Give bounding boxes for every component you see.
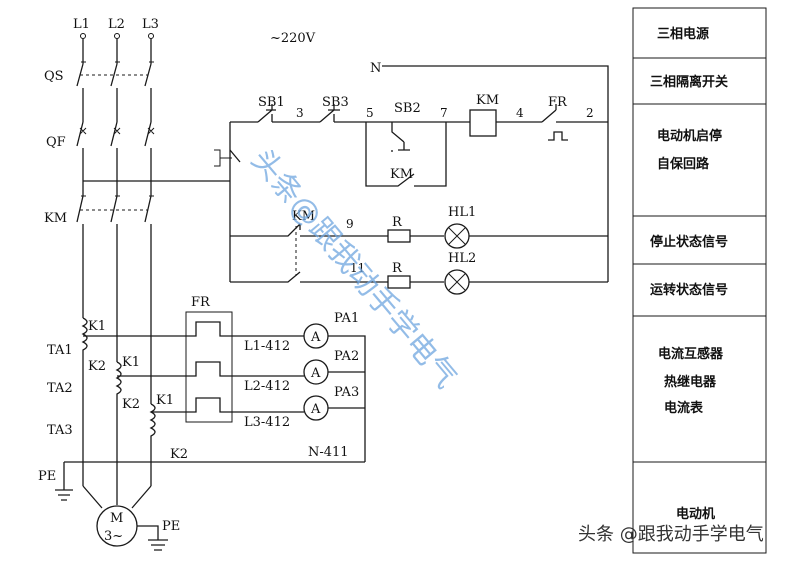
label-pe: PE (38, 469, 56, 484)
label-hl2: HL2 (448, 251, 476, 266)
label-km-coil: KM (476, 93, 499, 108)
panel-self-hold: 自保回路 (657, 156, 710, 172)
label-pa3: PA3 (334, 385, 359, 400)
label-l2: L2 (108, 17, 125, 32)
node-2: 2 (586, 106, 594, 120)
label-k2-a: K2 (88, 359, 106, 374)
label-neutral: N (370, 61, 381, 76)
label-km-main: KM (44, 211, 67, 226)
label-sb2: SB2 (394, 101, 421, 116)
node-9: 9 (346, 217, 354, 231)
node-7: 7 (440, 106, 448, 120)
motor-phase: 3~ (104, 529, 123, 544)
label-sb3: SB3 (322, 95, 349, 110)
watermark-bottom: 头条 @跟我动手学电气 (578, 524, 764, 545)
label-voltage: ~220V (270, 31, 316, 46)
metering-circuit: FR K1 K2 K1 K2 K1 K2 L1-412 A PA1 L2-412… (83, 295, 366, 462)
label-km-nc: KM (292, 209, 315, 224)
label-hl1: HL1 (448, 205, 476, 220)
label-k1-b: K1 (122, 355, 140, 370)
label-l1: L1 (73, 17, 90, 32)
label-qf: QF (46, 135, 66, 150)
label-pe-motor: PE (162, 519, 180, 534)
label-fr: FR (548, 95, 568, 110)
label-w2: L2-412 (244, 379, 290, 394)
panel-stop-signal: 停止状态信号 (650, 234, 728, 250)
ammeter-a3: A (310, 402, 321, 417)
node-5: 5 (366, 106, 374, 120)
node-3: 3 (296, 106, 304, 120)
label-w1: L1-412 (244, 339, 290, 354)
label-w3: L3-412 (244, 415, 290, 430)
resistor-1 (387, 229, 411, 243)
label-l3: L3 (142, 17, 159, 32)
label-ta1: TA1 (47, 343, 73, 358)
label-ta2: TA2 (47, 381, 73, 396)
label-k2-c: K2 (170, 447, 188, 462)
label-wn: N-411 (308, 445, 349, 460)
label-km-aux: KM (390, 167, 413, 182)
side-panel: 三相电源 三相隔离开关 电动机启停 自保回路 停止状态信号 运转状态信号 电流互… (632, 7, 767, 554)
label-qs: QS (44, 69, 64, 84)
main-power-circuit: L1 L2 L3 QS QF KM TA1 TA2 TA3 PE (38, 17, 365, 551)
motor-m: M (110, 511, 123, 526)
ammeter-a1: A (310, 330, 321, 345)
node-4: 4 (516, 106, 524, 120)
panel-three-phase-supply: 三相电源 (657, 26, 709, 42)
label-k2-b: K2 (122, 397, 140, 412)
panel-ct: 电流互感器 (658, 346, 724, 362)
label-pa1: PA1 (334, 311, 359, 326)
label-sb1: SB1 (258, 95, 285, 110)
label-k1-c: K1 (156, 393, 174, 408)
panel-isolation-switch: 三相隔离开关 (650, 74, 728, 90)
label-k1-a: K1 (88, 319, 106, 334)
ammeter-a2: A (310, 366, 321, 381)
node-11: 11 (350, 261, 365, 275)
label-ta3: TA3 (47, 423, 73, 438)
km-coil-symbol (469, 109, 497, 137)
control-circuit: ~220V N SB1 3 SB3 5 SB2 7 KM 4 FR 2 KM (214, 31, 609, 295)
label-pa2: PA2 (334, 349, 359, 364)
panel-run-signal: 运转状态信号 (650, 282, 728, 298)
panel-motor: 电动机 (676, 506, 715, 522)
label-r1: R (392, 215, 403, 230)
panel-start-stop: 电动机启停 (657, 128, 722, 144)
panel-thermal-relay: 热继电器 (664, 374, 717, 390)
label-r2: R (392, 261, 403, 276)
fr-box (185, 311, 233, 423)
panel-ammeter: 电流表 (664, 400, 704, 416)
label-fr-meter: FR (191, 295, 211, 310)
